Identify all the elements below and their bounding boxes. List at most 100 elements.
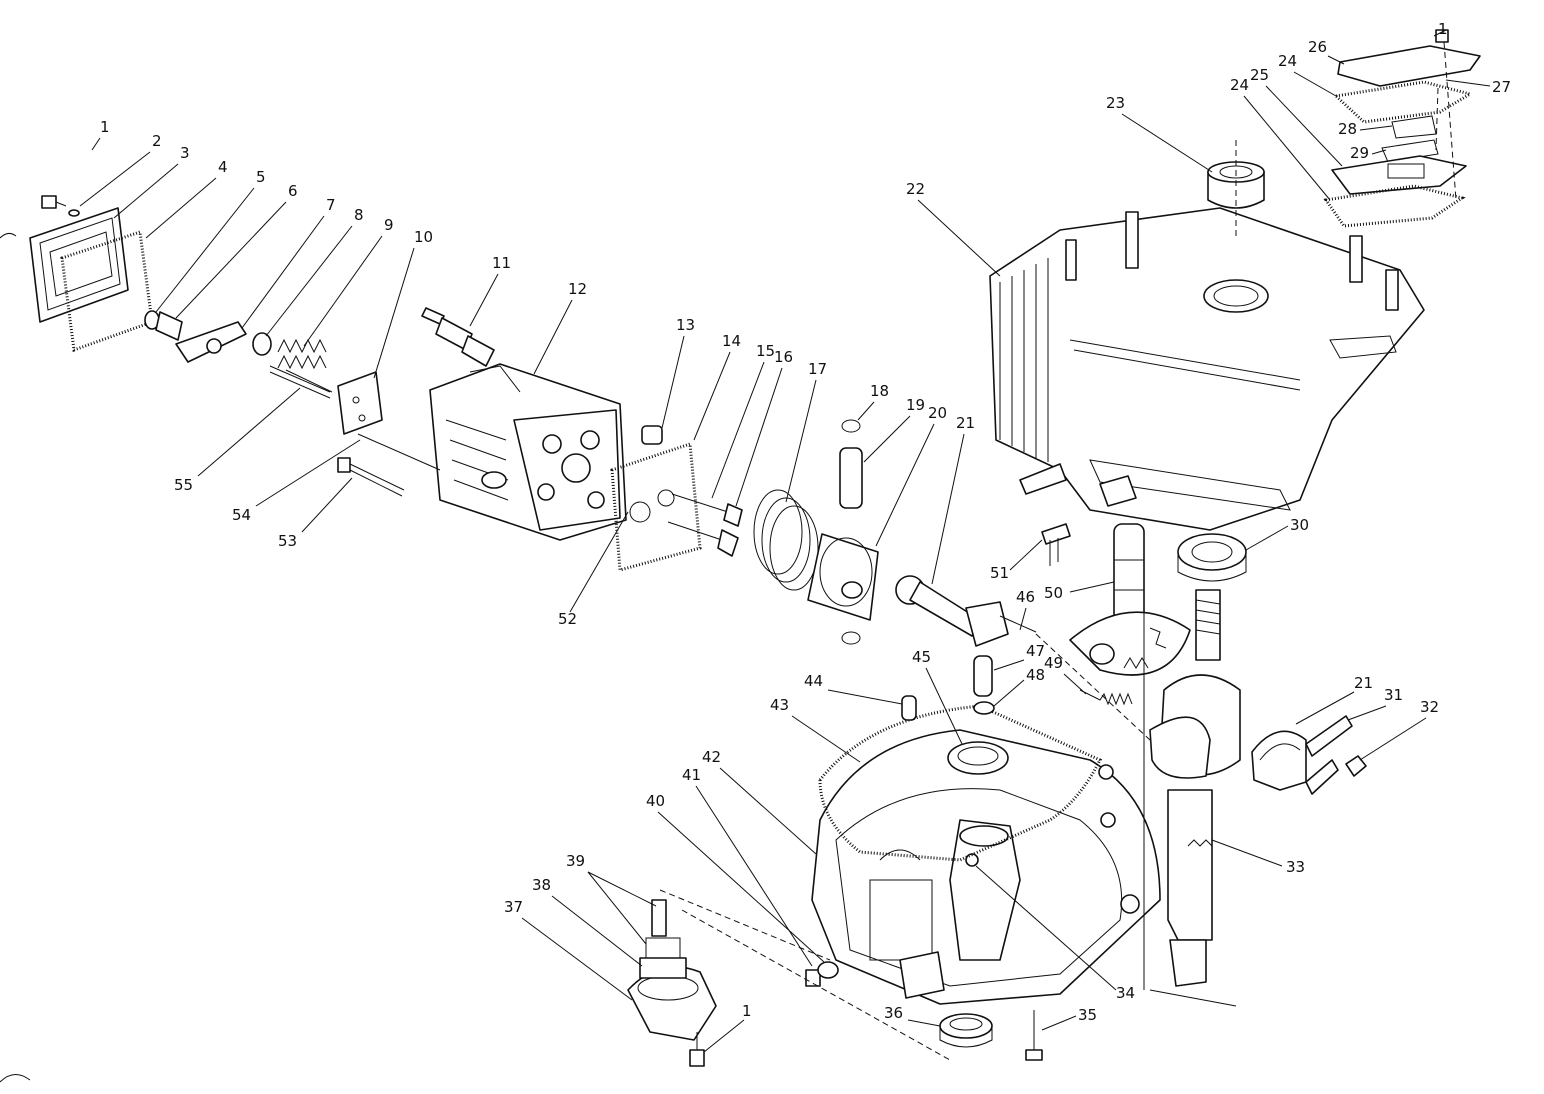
callout-52: 52 [558,610,577,628]
valves [667,493,743,557]
valve-lifter [641,425,663,445]
callout-1-bottom: 1 [742,1002,752,1020]
sump-bolt [1025,1010,1043,1061]
breather-plate [337,371,383,435]
callout-15: 15 [756,342,775,360]
breather-cover [1337,29,1481,87]
head-gasket [610,441,702,572]
callout-10: 10 [414,228,433,246]
rod-cap [1251,730,1307,791]
callout-34: 34 [1116,984,1135,1002]
callout-35: 35 [1078,1006,1097,1024]
tappet-51 [1041,523,1071,566]
callout-1: 1 [100,118,110,136]
callout-9: 9 [384,216,394,234]
callout-24a: 24 [1278,52,1297,70]
rod-nut [1345,755,1367,777]
bottom-oil-seal [939,1013,993,1048]
callout-5: 5 [256,168,266,186]
callout-12: 12 [568,280,587,298]
drain-plug [805,961,839,987]
callout-21-lower: 21 [1354,674,1373,692]
callout-44: 44 [804,672,823,690]
camshaft [1069,523,1191,676]
callout-30: 30 [1290,516,1309,534]
callout-23: 23 [1106,94,1125,112]
callout-39: 39 [566,852,585,870]
callout-40: 40 [646,792,665,810]
governor-shaft [973,655,995,715]
breather-plate-mid [1331,155,1467,195]
alignment-line [681,909,951,1061]
callout-6: 6 [288,182,298,200]
callout-17: 17 [808,360,827,378]
callout-18: 18 [870,382,889,400]
callout-27: 27 [1492,78,1511,96]
callout-51: 51 [990,564,1009,582]
callout-25: 25 [1250,66,1269,84]
callout-28: 28 [1338,120,1357,138]
callout-45: 45 [912,648,931,666]
pump-screw [689,1032,705,1067]
rod-lock [1305,715,1353,795]
piston [807,533,879,621]
spark-plug [421,307,495,367]
callout-24b: 24 [1230,76,1249,94]
crankshaft [1149,589,1241,1007]
breather-gasket-lower [1323,184,1466,228]
rocker-cover [29,207,129,323]
callout-50: 50 [1044,584,1063,602]
cover-screw [41,195,80,217]
callout-32: 32 [1420,698,1439,716]
callout-13: 13 [676,316,695,334]
alignment-line [659,889,831,961]
callout-4: 4 [218,158,228,176]
alignment-line [1035,633,1151,741]
callout-14: 14 [722,332,741,350]
callout-55: 55 [174,476,193,494]
callout-29: 29 [1350,144,1369,162]
main-bearing [1177,533,1247,582]
head-bolts [285,369,441,497]
callout-37: 37 [504,898,523,916]
callout-11: 11 [492,254,511,272]
piston-rings [753,489,819,591]
callout-33: 33 [1286,858,1305,876]
callout-43: 43 [770,696,789,714]
callout-41: 41 [682,766,701,784]
cylinder-block [989,207,1425,531]
callout-1-top: 1 [1438,20,1448,38]
connecting-rod [895,575,1037,647]
dowel-pin [901,695,917,721]
callout-53: 53 [278,532,297,550]
reed-valve [1381,115,1439,163]
corner-mark [0,232,17,239]
callout-21: 21 [956,414,975,432]
rocker-parts [144,310,331,399]
rocker-cover-gasket [60,230,154,353]
callout-47: 47 [1026,642,1045,660]
callout-48: 48 [1026,666,1045,684]
callout-19: 19 [906,396,925,414]
callout-54: 54 [232,506,251,524]
callout-22: 22 [906,180,925,198]
callout-3: 3 [180,144,190,162]
oil-pump-gear [639,899,687,979]
callout-7: 7 [326,196,336,214]
corner-mark [0,1074,31,1083]
callouts: 1 2 3 4 5 6 7 8 9 10 11 12 13 14 15 16 1 [79,20,1511,1053]
callout-31: 31 [1384,686,1403,704]
spring-49 [1079,689,1133,706]
callout-46: 46 [1016,588,1035,606]
sump-gasket [818,704,1103,862]
cylinder-head [429,363,627,541]
piston-pin [839,419,863,645]
governor-seal [947,741,1009,775]
callout-16: 16 [774,348,793,366]
callout-8: 8 [354,206,364,224]
callout-38: 38 [532,876,551,894]
callout-49: 49 [1044,654,1063,672]
callout-36: 36 [884,1004,903,1022]
